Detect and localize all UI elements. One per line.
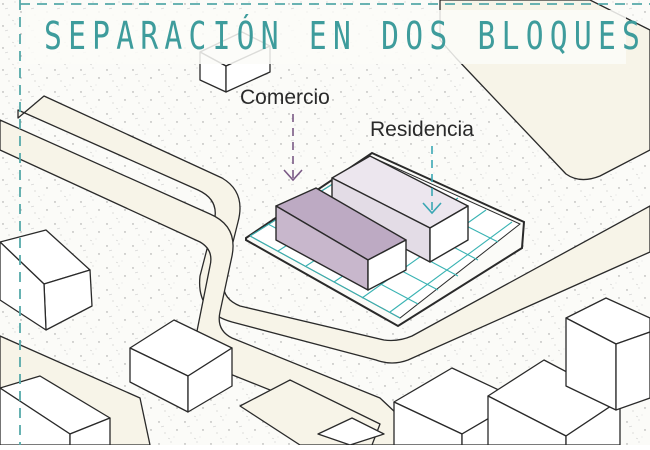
building-bottom-small: [317, 417, 385, 446]
building-right-tower: [565, 297, 650, 411]
building-left-low: [129, 319, 233, 413]
context-buildings: [0, 31, 650, 446]
comercio-arrow-head: [283, 169, 303, 182]
building-bottom-center: [487, 359, 621, 446]
comercio-side: [367, 239, 407, 291]
residencia-label: Residencia: [370, 118, 474, 141]
residencia-arrow: [422, 146, 442, 215]
comercio-label: Comercio: [240, 86, 330, 109]
page-title: SEPARACIÓN EN DOS BLOQUES: [44, 14, 647, 58]
building-left-mid: [0, 229, 93, 331]
building-bottom-left: [0, 375, 111, 446]
comercio-arrow: [283, 114, 303, 182]
residencia-side: [429, 205, 469, 263]
residencia-arrow-head: [422, 202, 442, 215]
title-band: [26, 10, 626, 64]
comercio-block: [275, 187, 407, 291]
